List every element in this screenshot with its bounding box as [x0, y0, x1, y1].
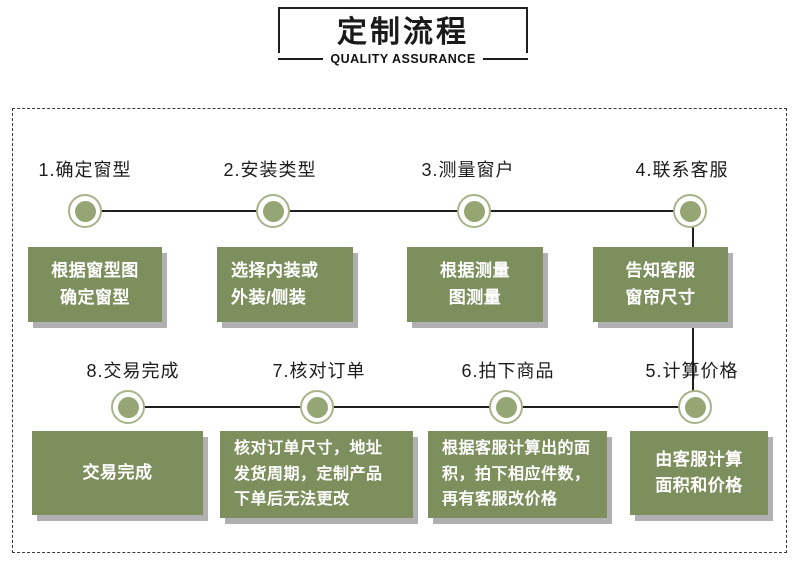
step-dot-6: [489, 390, 523, 424]
connector-line-top-row: [85, 210, 690, 212]
step-box-line: 由客服计算: [655, 449, 743, 469]
step-box-6: 根据客服计算出的面 积，拍下相应件数， 再有客服改价格: [428, 431, 607, 518]
step-box-line: 外装/侧装: [231, 287, 307, 307]
step-box-line: 图测量: [448, 287, 502, 307]
step-box-line: 交易完成: [82, 462, 153, 482]
dot-icon: [74, 200, 96, 222]
step-box-line: 积，拍下相应件数，: [442, 465, 591, 483]
step-box-line: 再有客服改价格: [442, 491, 558, 509]
divider-line-right: [482, 58, 529, 60]
step-label-1: 1.确定窗型: [38, 160, 132, 180]
step-box-5: 由客服计算 面积和价格: [630, 431, 768, 515]
dot-icon: [306, 396, 328, 418]
step-dot-3: [457, 194, 491, 228]
step-dot-4: [673, 194, 707, 228]
step-label-6: 6.拍下商品: [461, 361, 555, 381]
dot-icon: [262, 200, 284, 222]
connector-line-bottom-row: [128, 406, 695, 408]
step-dot-7: [300, 390, 334, 424]
dot-icon: [117, 396, 139, 418]
divider-line-left: [278, 58, 324, 60]
step-label-7: 7.核对订单: [272, 361, 366, 381]
dot-icon: [679, 200, 701, 222]
step-box-line: 根据窗型图: [51, 261, 139, 281]
dot-icon: [684, 396, 706, 418]
step-label-2: 2.安装类型: [223, 160, 317, 180]
step-box-1: 根据窗型图 确定窗型: [28, 247, 162, 322]
step-label-8: 8.交易完成: [86, 361, 180, 381]
step-box-line: 面积和价格: [655, 476, 743, 495]
step-dot-8: [111, 390, 145, 424]
step-box-line: 选择内装或: [231, 261, 319, 281]
step-box-7: 核对订单尺寸，地址 发货周期，定制产品 下单后无法更改: [220, 431, 413, 518]
page-title: 定制流程: [337, 16, 469, 49]
step-box-line: 根据客服计算出的面: [442, 440, 591, 458]
step-box-line: 根据测量: [440, 261, 510, 281]
step-box-line: 发货周期，定制产品: [234, 465, 383, 483]
step-dot-2: [256, 194, 290, 228]
step-label-4: 4.联系客服: [635, 160, 729, 180]
step-box-line: 告知客服: [625, 261, 696, 281]
dot-icon: [463, 200, 485, 222]
step-box-2: 选择内装或 外装/侧装: [217, 247, 353, 322]
step-dot-5: [678, 390, 712, 424]
step-box-line: 下单后无法更改: [234, 491, 350, 509]
header-subtitle-row: QUALITY ASSURANCE: [278, 52, 529, 66]
step-label-3: 3.测量窗户: [421, 160, 515, 180]
header-title-box: 定制流程: [278, 7, 528, 53]
process-frame: [12, 108, 787, 553]
step-box-8: 交易完成: [32, 431, 203, 515]
step-box-line: 确定窗型: [60, 287, 130, 307]
step-box-line: 核对订单尺寸，地址: [234, 440, 383, 458]
step-box-3: 根据测量 图测量: [407, 247, 543, 322]
dot-icon: [495, 396, 517, 418]
step-box-4: 告知客服 窗帘尺寸: [593, 247, 728, 322]
step-box-line: 窗帘尺寸: [625, 287, 696, 307]
step-label-5: 5.计算价格: [645, 361, 739, 381]
step-dot-1: [68, 194, 102, 228]
header-subtitle: QUALITY ASSURANCE: [330, 52, 476, 66]
